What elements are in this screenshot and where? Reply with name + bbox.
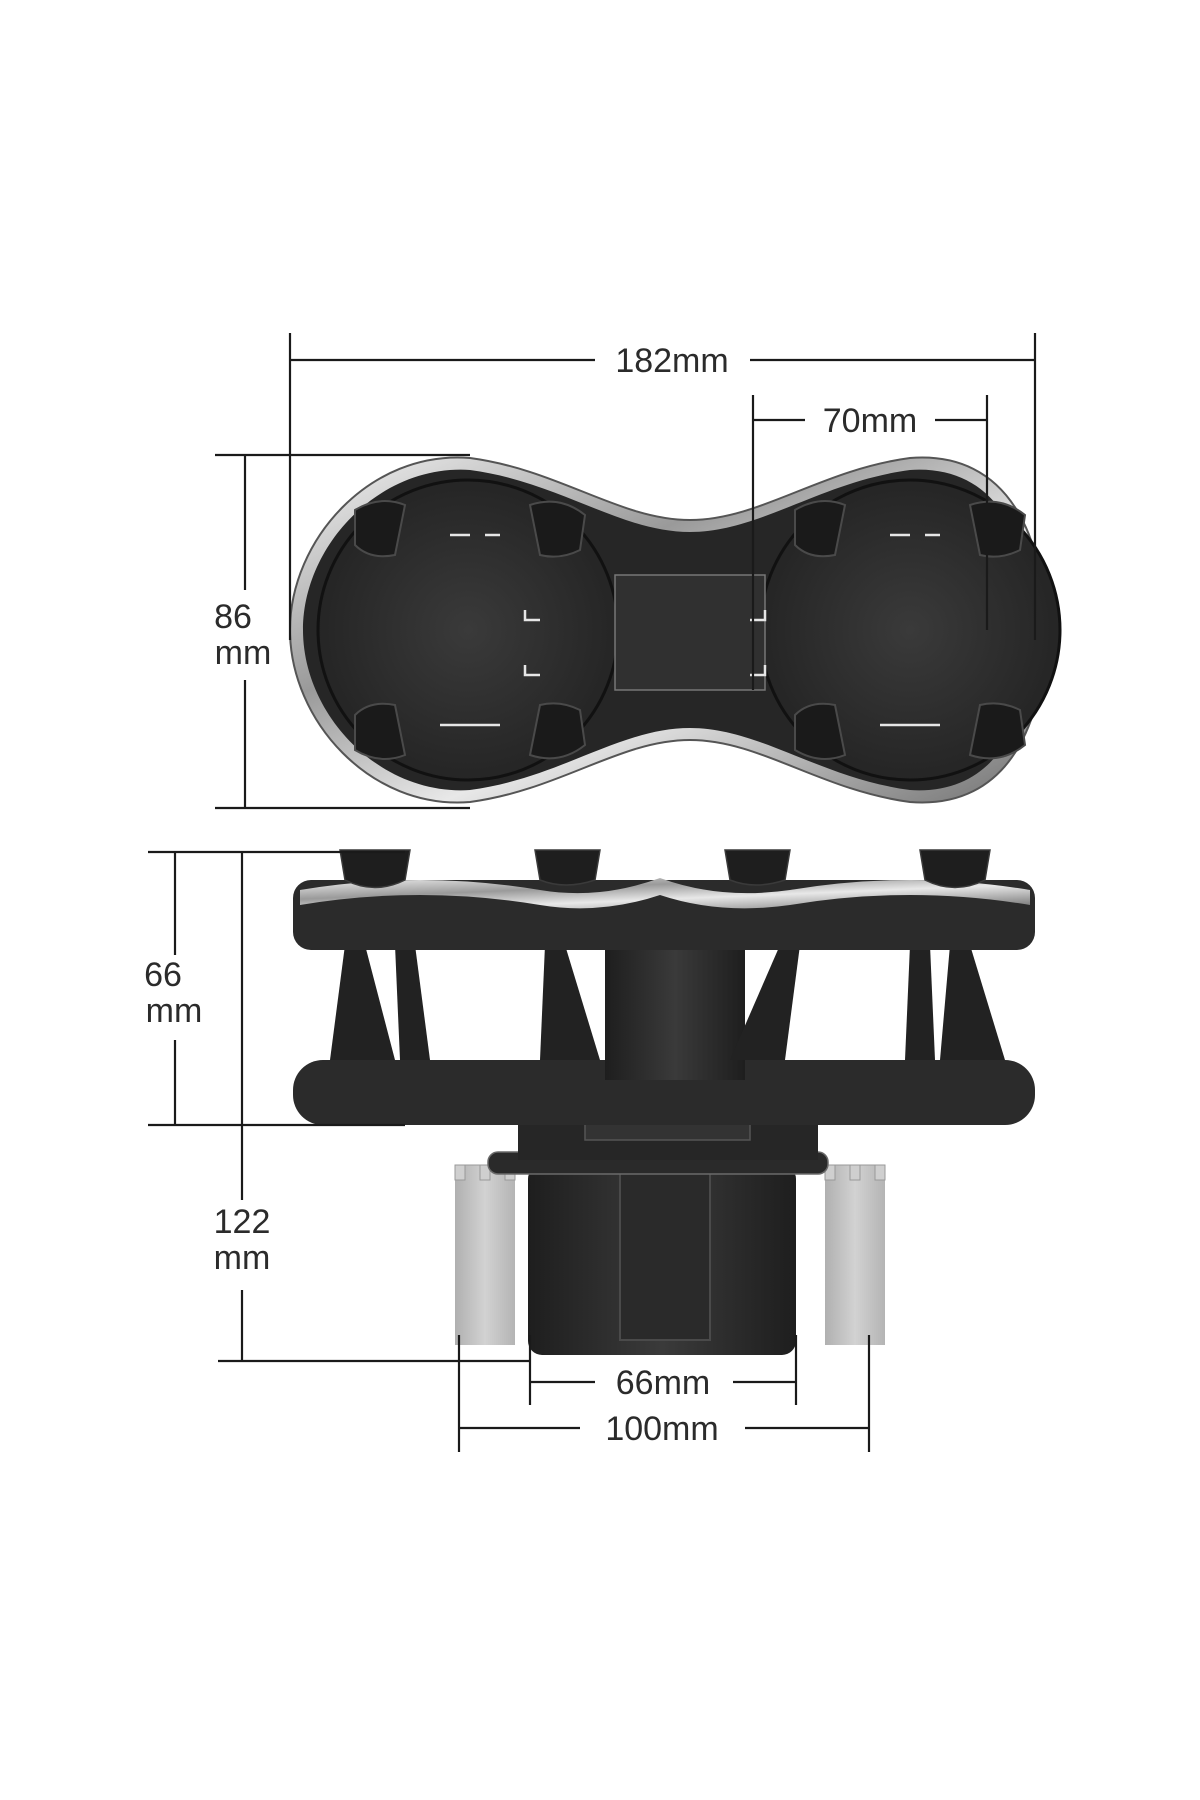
side-view [293,849,1035,1355]
label-cup-diameter: 70mm [823,402,917,440]
top-grip-tabs [339,849,991,889]
support-legs [330,945,1005,1060]
dimension-lines [148,333,1037,1452]
left-cup-grip-pads [354,500,587,760]
label-holder-height-value: 66 [144,956,182,994]
label-holder-height-unit: mm [146,992,203,1030]
right-cup-grip-pads [794,500,1027,760]
label-overall-width: 182mm [615,342,728,380]
lower-ring [293,1060,1035,1125]
base-expander-pads [454,1164,886,1345]
center-bridge [614,574,766,691]
label-depth-value: 86 [214,598,252,636]
upper-ring-chrome [300,878,1030,909]
base-slot [619,1169,711,1341]
top-view [288,456,1062,804]
label-base-max-diameter: 100mm [605,1410,718,1448]
label-depth-unit: mm [215,634,272,672]
label-base-min-diameter: 66mm [616,1364,710,1402]
label-total-height-value: 122 [214,1203,271,1241]
cup-markings [440,533,940,727]
label-total-height-unit: mm [214,1239,271,1277]
